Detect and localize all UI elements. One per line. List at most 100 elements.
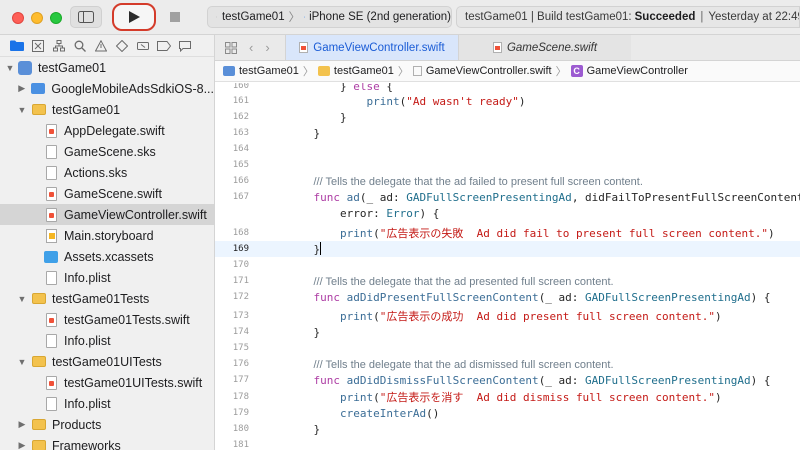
code-text: print("広告表示の失敗 Ad did fail to present fu… [339, 227, 775, 240]
tree-row-group[interactable]: ▶ Products [0, 414, 214, 435]
asset-catalog-icon [44, 250, 58, 264]
line-number: 177 [232, 375, 249, 385]
folder-icon [32, 355, 46, 369]
code-line: 165 [215, 157, 800, 173]
tab-gameviewcontroller[interactable]: GameViewController.swift [285, 35, 458, 60]
code-text: print("広告表示を消す Ad did dismiss full scree… [339, 391, 722, 404]
jumpbar-item[interactable]: testGame01 [239, 65, 299, 77]
source-control-icon[interactable] [31, 39, 45, 53]
tree-row-label: Main.storyboard [64, 228, 154, 243]
tree-row-file[interactable]: AppDelegate.swift [0, 120, 214, 141]
code-line: 171 /// Tells the delegate that the ad p… [215, 273, 800, 289]
code-area[interactable]: 160 } else { 161 print("Ad wasn't ready"… [215, 83, 800, 450]
disclosure-expanded-icon[interactable]: ▼ [5, 62, 15, 73]
close-window-button[interactable] [12, 12, 24, 24]
folder-icon[interactable] [10, 39, 24, 53]
tree-row-file[interactable]: Info.plist [0, 330, 214, 351]
tree-row-file-selected[interactable]: GameViewController.swift [0, 204, 214, 225]
disclosure-expanded-icon[interactable]: ▼ [17, 356, 27, 367]
folder-icon [317, 66, 330, 76]
scheme-selector[interactable]: testGame01 〉 iPhone SE (2nd generation) [207, 6, 452, 28]
swift-file-icon [299, 42, 309, 53]
tree-row-folder[interactable]: ▶ GoogleMobileAdsSdkiOS-8... [0, 78, 214, 99]
code-text: func adDidDismissFullScreenContent(_ ad:… [313, 373, 771, 387]
tree-row-group[interactable]: ▼ testGame01UITests [0, 351, 214, 372]
code-line: 177 func adDidDismissFullScreenContent(_… [215, 372, 800, 388]
line-number: 181 [232, 440, 249, 450]
search-icon[interactable] [73, 39, 87, 53]
tree-row-file[interactable]: Main.storyboard [0, 225, 214, 246]
tree-row-file[interactable]: Assets.xcassets [0, 246, 214, 267]
warning-icon[interactable] [94, 39, 108, 53]
line-number: 176 [232, 359, 249, 369]
disclosure-expanded-icon[interactable]: ▼ [17, 104, 27, 115]
breakpoint-icon[interactable] [157, 39, 171, 53]
debug-icon[interactable] [136, 39, 150, 53]
tree-row-group[interactable]: ▶ Frameworks [0, 435, 214, 450]
line-number: 175 [232, 343, 249, 353]
tree-row-label: Info.plist [64, 396, 111, 411]
tree-row-label: testGame01UITests [52, 354, 162, 369]
simulator-icon [304, 16, 306, 18]
tree-row-file[interactable]: testGame01Tests.swift [0, 309, 214, 330]
code-text: /// Tells the delegate that the ad faile… [313, 175, 643, 188]
jumpbar-item[interactable]: testGame01 [333, 65, 394, 77]
tree-row-group[interactable]: ▼ testGame01Tests [0, 288, 214, 309]
disclosure-collapsed-icon[interactable]: ▶ [18, 440, 26, 450]
line-number: 173 [232, 311, 249, 321]
code-line: 175 [215, 340, 800, 356]
tree-row-file[interactable]: Actions.sks [0, 162, 214, 183]
line-number: 174 [232, 327, 249, 337]
grid-icon[interactable] [225, 41, 237, 54]
code-text: print("Ad wasn't ready") [366, 94, 526, 108]
line-number: 163 [232, 128, 249, 138]
code-text: } [287, 126, 321, 140]
play-icon [129, 11, 140, 23]
scheme-target-label: testGame01 [221, 11, 285, 23]
test-diamond-icon[interactable] [115, 39, 129, 53]
code-text: print("広告表示の成功 Ad did present full scree… [339, 310, 722, 323]
disclosure-collapsed-icon[interactable]: ▶ [18, 83, 26, 93]
code-text: } [287, 110, 347, 124]
tree-row-file[interactable]: testGame01UITests.swift [0, 372, 214, 393]
hierarchy-icon[interactable] [52, 39, 66, 53]
code-line: 167 func ad(_ ad: GADFullScreenPresentin… [215, 189, 800, 205]
divider: | [700, 11, 704, 23]
stop-icon [170, 12, 180, 22]
zoom-window-button[interactable] [50, 12, 62, 24]
code-text: createInterAd() [339, 406, 440, 420]
build-time: Yesterday at 22:49 [708, 11, 800, 23]
sidebar-icon [78, 11, 94, 23]
tree-row-group[interactable]: ▼ testGame01 [0, 99, 214, 120]
tree-row-file[interactable]: Info.plist [0, 393, 214, 414]
tree-row-file[interactable]: Info.plist [0, 267, 214, 288]
line-number: 180 [232, 424, 249, 434]
forward-arrow-icon[interactable]: › [265, 40, 270, 55]
disclosure-expanded-icon[interactable]: ▼ [17, 293, 27, 304]
jumpbar-item[interactable]: GameViewController [586, 65, 688, 77]
document-icon [44, 144, 58, 159]
jump-bar: testGame01 〉 testGame01 〉 GameViewContro… [215, 61, 800, 82]
swift-file-icon [44, 186, 58, 201]
tree-row-label: GameScene.sks [64, 144, 156, 159]
tree-row-project[interactable]: ▼ testGame01 [0, 57, 214, 78]
disclosure-collapsed-icon[interactable]: ▶ [18, 419, 26, 429]
run-button[interactable] [112, 3, 156, 31]
tree-row-label: testGame01UITests.swift [64, 375, 203, 390]
jumpbar-item[interactable]: GameViewController.swift [425, 65, 552, 77]
tree-row-label: GoogleMobileAdsSdkiOS-8... [51, 81, 214, 96]
code-text: func ad(_ ad: GADFullScreenPresentingAd,… [313, 190, 800, 204]
tab-gamescene[interactable]: GameScene.swift [458, 35, 631, 60]
navigator-toggle-button[interactable] [70, 6, 102, 28]
report-icon[interactable] [178, 39, 192, 53]
tree-row-file[interactable]: GameScene.sks [0, 141, 214, 162]
back-arrow-icon[interactable]: ‹ [249, 40, 254, 55]
swift-file-icon [412, 66, 422, 76]
window-toolbar: testGame01 〉 iPhone SE (2nd generation) … [0, 0, 800, 35]
xcode-project-icon [223, 66, 235, 76]
tree-row-file[interactable]: GameScene.swift [0, 183, 214, 204]
source-editor: ‹ › GameViewController.swift GameScene.s… [215, 35, 800, 450]
swift-file-icon [44, 207, 58, 222]
minimize-window-button[interactable] [31, 12, 43, 24]
stop-button[interactable] [160, 6, 190, 28]
